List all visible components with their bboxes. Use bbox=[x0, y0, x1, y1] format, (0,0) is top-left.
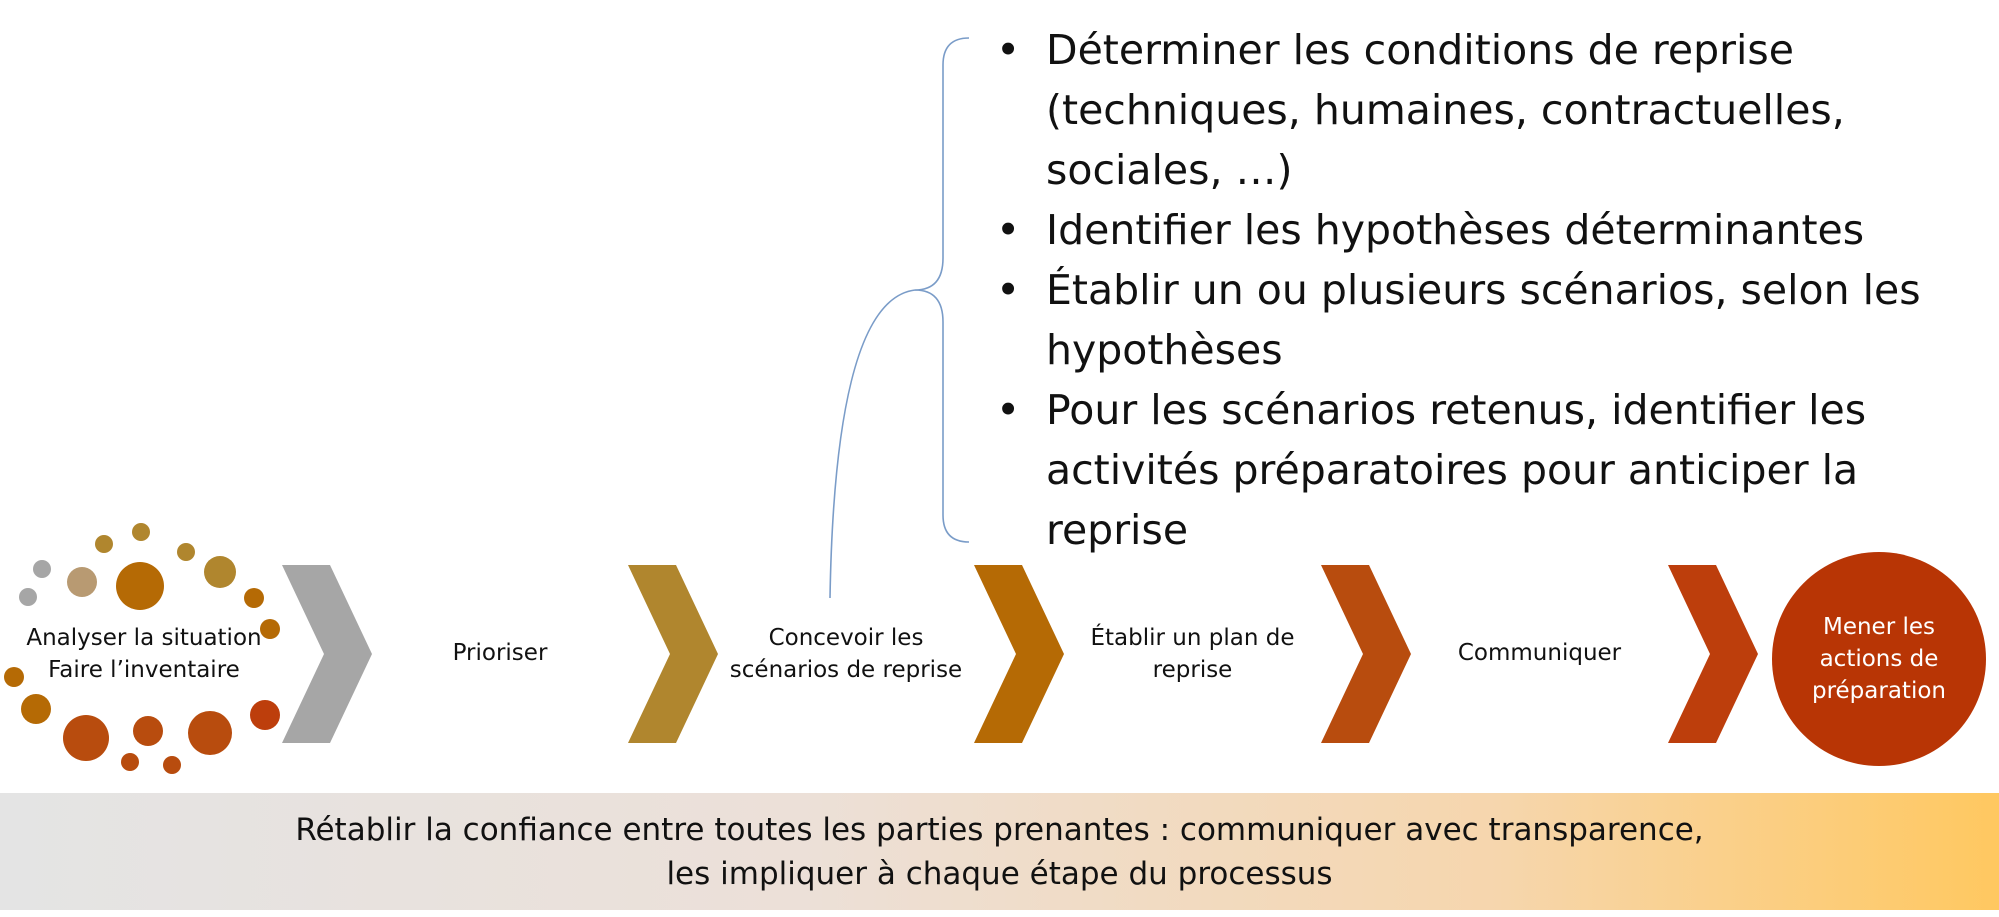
step-etablir-plan-line1: Établir un plan de bbox=[1090, 625, 1295, 651]
final-step-circle: Mener les actions de préparation bbox=[1772, 552, 1986, 766]
final-step-line3: préparation bbox=[1811, 678, 1946, 704]
chevron-4-icon bbox=[1321, 565, 1411, 743]
bullet-item: Identifier les hypothèses déterminantes bbox=[990, 200, 1990, 260]
footer-line1: Rétablir la confiance entre toutes les p… bbox=[295, 811, 1704, 848]
step-concevoir-line2: scénarios de reprise bbox=[729, 657, 963, 683]
step-concevoir-line1: Concevoir les bbox=[768, 625, 924, 651]
bullet-list: Déterminer les conditions de reprise (te… bbox=[990, 20, 1990, 560]
step-prioriser: Prioriser bbox=[372, 637, 628, 669]
chevron-2-icon bbox=[628, 565, 718, 743]
dots-ring-icon bbox=[4, 523, 280, 774]
chevron-3-icon bbox=[974, 565, 1064, 743]
step-concevoir: Concevoir les scénarios de reprise bbox=[718, 622, 974, 686]
step-communiquer: Communiquer bbox=[1411, 637, 1668, 669]
bullet-item: Pour les scénarios retenus, identifier l… bbox=[990, 380, 1990, 560]
final-step-line2: actions de bbox=[1819, 646, 1939, 672]
chevron-5-icon bbox=[1668, 565, 1758, 743]
step-etablir-plan-line2: reprise bbox=[1152, 657, 1233, 683]
brace-connector bbox=[829, 37, 970, 599]
footer-banner: Rétablir la confiance entre toutes les p… bbox=[0, 793, 1999, 910]
step-analyser-line2: Faire l’inventaire bbox=[48, 657, 240, 683]
bullet-item: Déterminer les conditions de reprise (te… bbox=[990, 20, 1990, 200]
chevron-1-icon bbox=[282, 565, 372, 743]
step-etablir-plan: Établir un plan de reprise bbox=[1064, 622, 1321, 686]
footer-text: Rétablir la confiance entre toutes les p… bbox=[250, 808, 1750, 896]
step-analyser: Analyser la situation Faire l’inventaire bbox=[8, 622, 280, 686]
step-prioriser-line1: Prioriser bbox=[452, 640, 548, 666]
bullet-item: Établir un ou plusieurs scénarios, selon… bbox=[990, 260, 1990, 380]
step-communiquer-line1: Communiquer bbox=[1457, 640, 1622, 666]
final-step-line1: Mener les bbox=[1822, 614, 1935, 640]
step-analyser-line1: Analyser la situation bbox=[26, 625, 262, 651]
final-step-label: Mener les actions de préparation bbox=[1794, 611, 1964, 707]
footer-line2: les impliquer à chaque étape du processu… bbox=[666, 855, 1333, 892]
